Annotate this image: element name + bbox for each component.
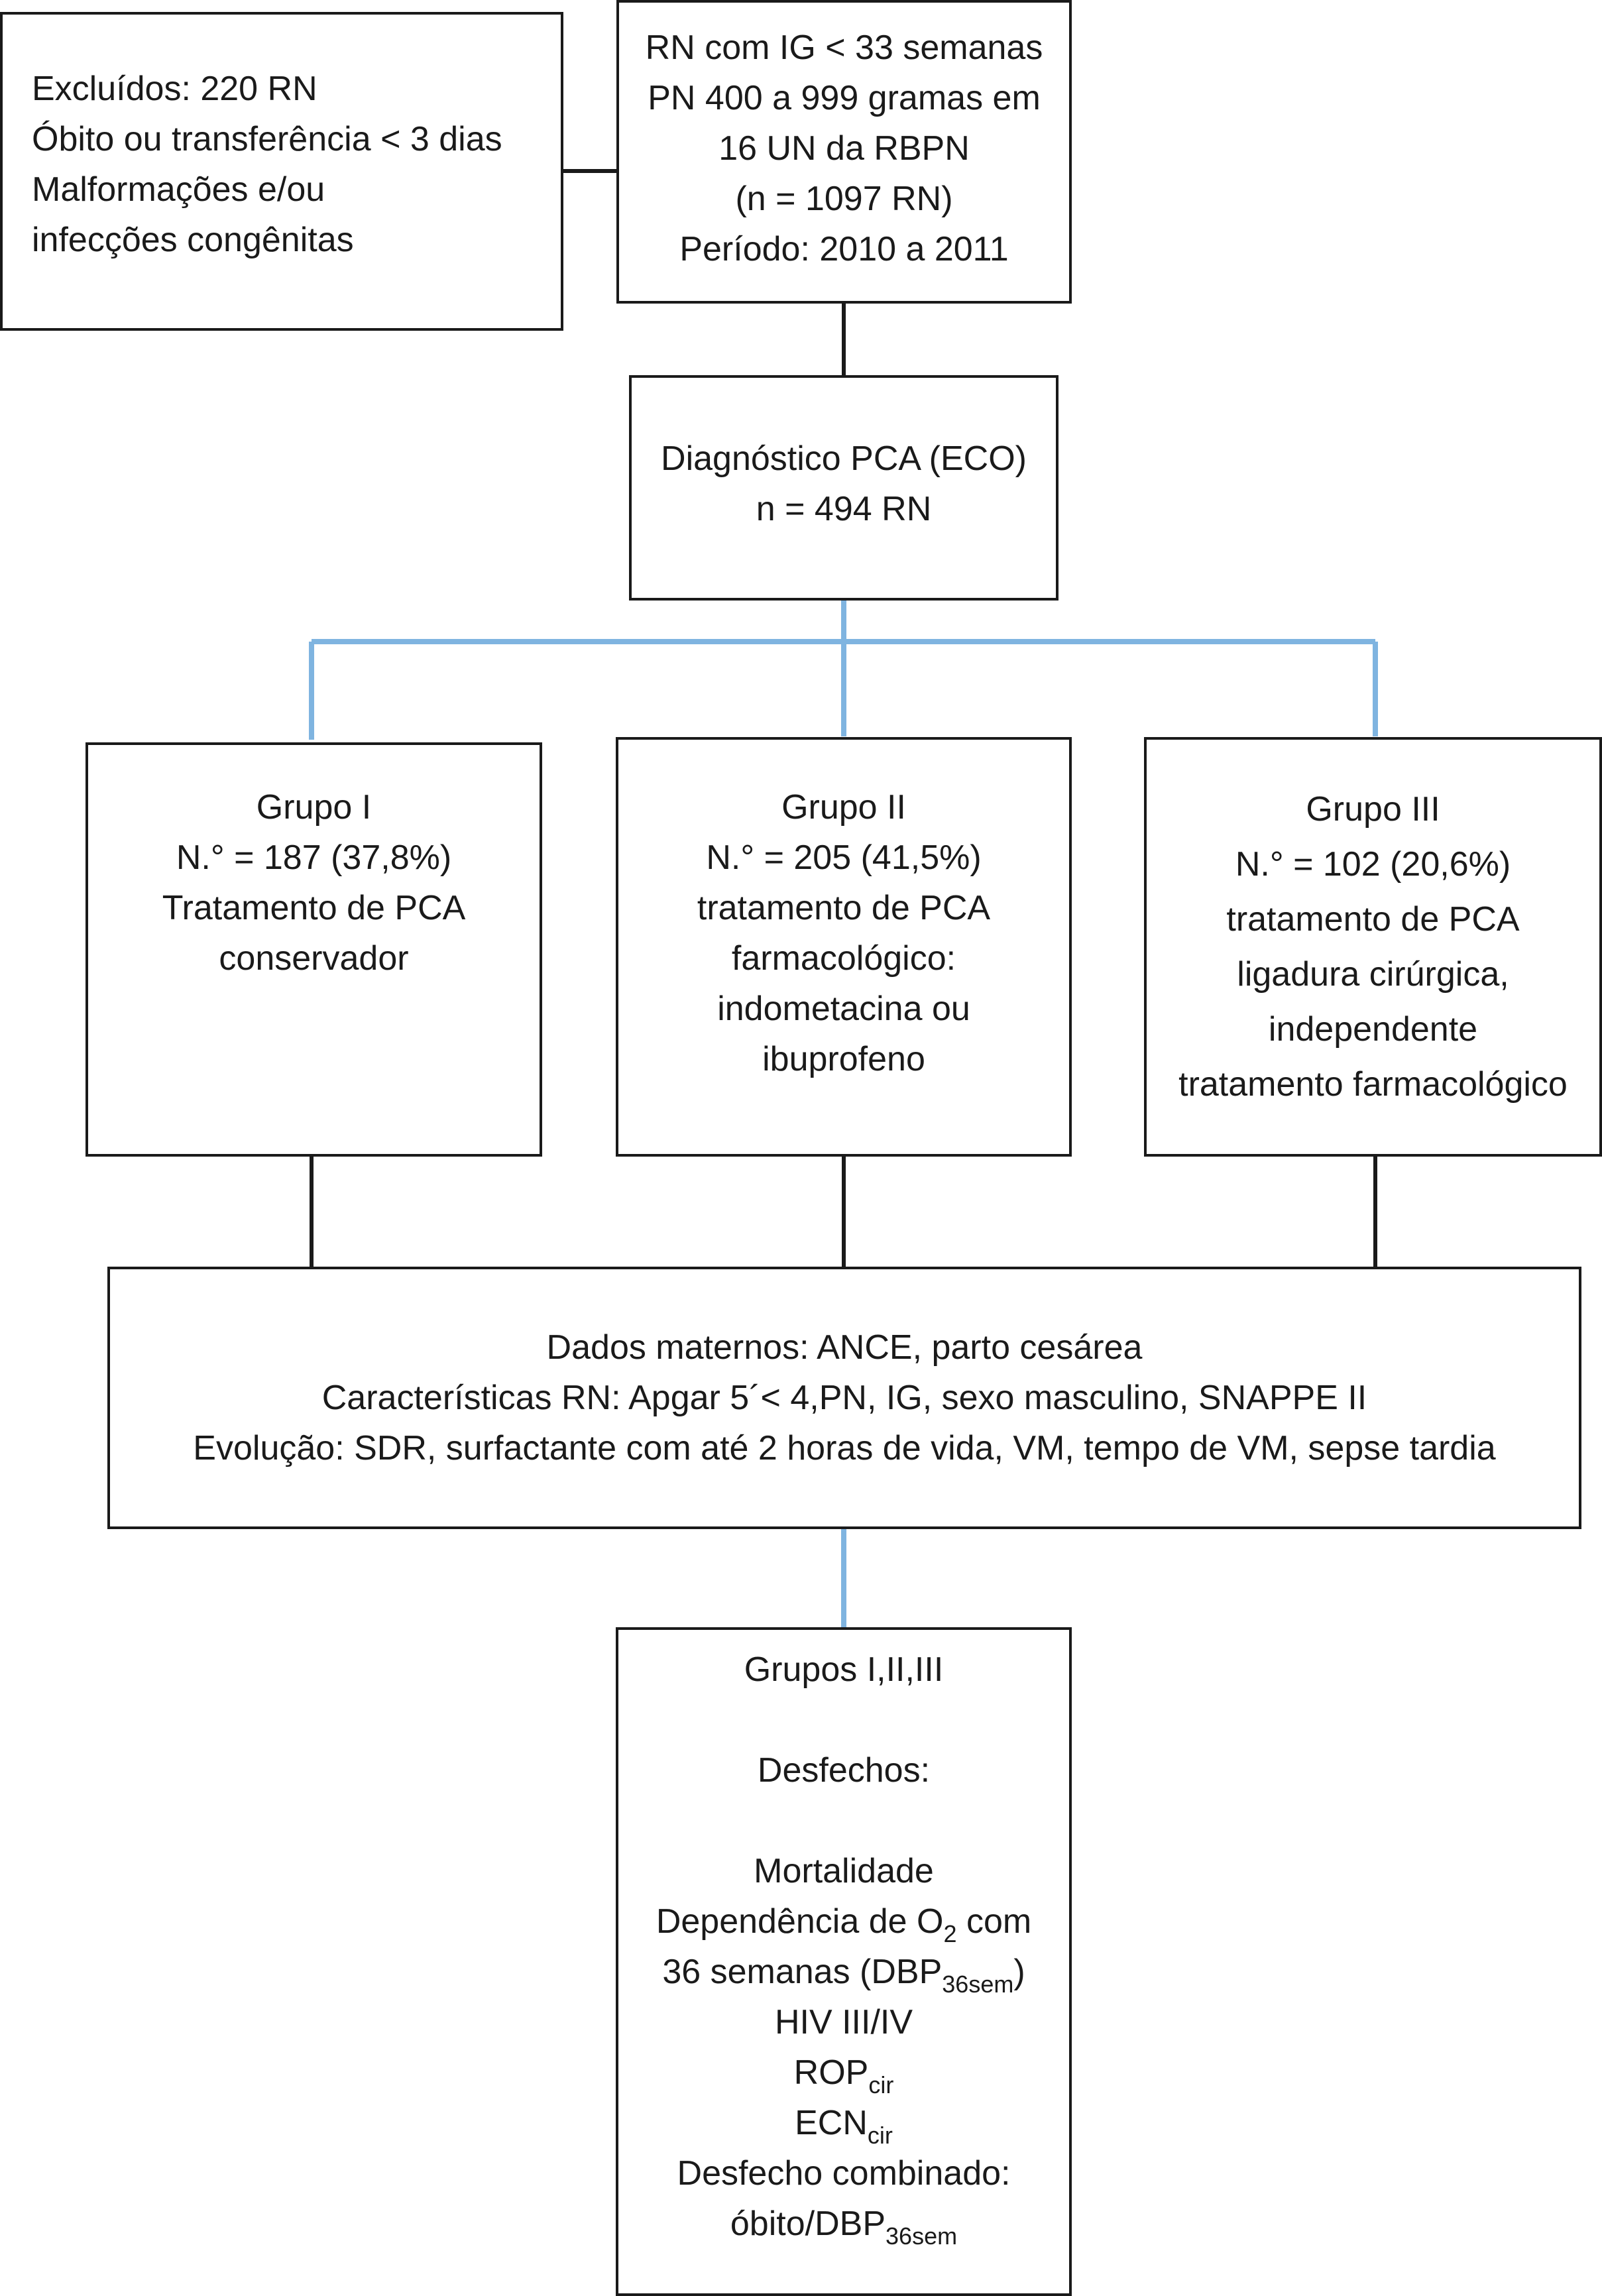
excluded-line-3: Malformações e/ou bbox=[32, 170, 325, 209]
dbp-prefix: 36 semanas (DBP bbox=[662, 1953, 943, 1991]
group-2-box: Grupo II N.° = 205 (41,5%) tratamento de… bbox=[616, 737, 1072, 1157]
group-1-line-1: Grupo I bbox=[256, 788, 372, 827]
group-1-line-4: conservador bbox=[219, 939, 409, 978]
rop-main: ROP bbox=[793, 2053, 869, 2092]
group-2-line-1: Grupo II bbox=[781, 788, 906, 827]
o2-suffix: com bbox=[956, 1902, 1032, 1941]
population-line-3: 16 UN da RBPN bbox=[718, 129, 970, 168]
population-line-2: PN 400 a 999 gramas em bbox=[648, 79, 1041, 117]
outcomes-mortality: Mortalidade bbox=[754, 1852, 934, 1890]
data-line-1: Dados maternos: ANCE, parto cesárea bbox=[546, 1328, 1143, 1367]
o2-subscript: 2 bbox=[943, 1920, 957, 1947]
outcomes-combined-detail: óbito/DBP36sem bbox=[618, 2199, 1069, 2249]
group-3-line-3: tratamento de PCA bbox=[1226, 900, 1520, 939]
data-line-3: Evolução: SDR, surfactante com até 2 hor… bbox=[193, 1429, 1496, 1467]
outcomes-spacer-2 bbox=[618, 1796, 1069, 1846]
outcomes-o2-dependence: Dependência de O2 com bbox=[618, 1896, 1069, 1947]
diagnosis-line-1: Diagnóstico PCA (ECO) bbox=[661, 439, 1027, 478]
outcomes-rop: ROPcir bbox=[618, 2047, 1069, 2098]
diagnosis-text: Diagnóstico PCA (ECO) n = 494 RN bbox=[632, 433, 1056, 534]
data-line-2: Características RN: Apgar 5´< 4,PN, IG, … bbox=[321, 1379, 1367, 1417]
outcomes-text: Grupos I,II,III Desfechos: Mortalidade D… bbox=[618, 1644, 1069, 2249]
group-3-line-2: N.° = 102 (20,6%) bbox=[1235, 845, 1511, 884]
group-3-line-1: Grupo III bbox=[1306, 790, 1440, 829]
data-text: Dados maternos: ANCE, parto cesárea Cara… bbox=[110, 1322, 1579, 1473]
group-3-box: Grupo III N.° = 102 (20,6%) tratamento d… bbox=[1144, 737, 1602, 1157]
outcomes-combined: Desfecho combinado: bbox=[677, 2154, 1011, 2193]
group-3-line-4: ligadura cirúrgica, bbox=[1237, 955, 1509, 994]
excluded-text: Excluídos: 220 RN Óbito ou transferência… bbox=[32, 64, 561, 265]
outcomes-title: Grupos I,II,III bbox=[744, 1650, 944, 1689]
outcomes-spacer-1 bbox=[618, 1695, 1069, 1745]
ecn-subscript: cir bbox=[867, 2122, 893, 2149]
group-2-line-2: N.° = 205 (41,5%) bbox=[706, 838, 982, 877]
group-3-line-5: independente bbox=[1268, 1010, 1478, 1049]
outcomes-ecn: ECNcir bbox=[618, 2098, 1069, 2148]
group-2-line-6: ibuprofeno bbox=[762, 1040, 925, 1078]
outcomes-box: Grupos I,II,III Desfechos: Mortalidade D… bbox=[616, 1627, 1072, 2296]
data-box: Dados maternos: ANCE, parto cesárea Cara… bbox=[107, 1267, 1581, 1529]
dbp-subscript: 36sem bbox=[942, 1971, 1014, 1998]
group-2-line-3: tratamento de PCA bbox=[697, 889, 991, 927]
group-3-text: Grupo III N.° = 102 (20,6%) tratamento d… bbox=[1147, 782, 1599, 1112]
population-text: RN com IG < 33 semanas PN 400 a 999 gram… bbox=[619, 23, 1069, 274]
group-1-line-3: Tratamento de PCA bbox=[162, 889, 466, 927]
diagnosis-box: Diagnóstico PCA (ECO) n = 494 RN bbox=[629, 375, 1058, 601]
rop-subscript: cir bbox=[868, 2071, 894, 2098]
diagnosis-line-2: n = 494 RN bbox=[756, 490, 932, 528]
ecn-main: ECN bbox=[795, 2104, 868, 2142]
excluded-line-1: Excluídos: 220 RN bbox=[32, 70, 317, 108]
population-line-4: (n = 1097 RN) bbox=[735, 180, 953, 218]
outcomes-dbp: 36 semanas (DBP36sem) bbox=[618, 1947, 1069, 1997]
group-2-line-5: indometacina ou bbox=[717, 990, 970, 1028]
group-1-text: Grupo I N.° = 187 (37,8%) Tratamento de … bbox=[88, 782, 540, 984]
group-2-line-4: farmacológico: bbox=[731, 939, 956, 978]
excluded-line-2: Óbito ou transferência < 3 dias bbox=[32, 120, 502, 158]
excluded-line-4: infecções congênitas bbox=[32, 221, 354, 259]
outcomes-subtitle: Desfechos: bbox=[757, 1751, 931, 1790]
group-1-box: Grupo I N.° = 187 (37,8%) Tratamento de … bbox=[86, 742, 542, 1157]
population-box: RN com IG < 33 semanas PN 400 a 999 gram… bbox=[616, 0, 1072, 304]
population-line-5: Período: 2010 a 2011 bbox=[679, 230, 1009, 268]
group-1-line-2: N.° = 187 (37,8%) bbox=[176, 838, 452, 877]
outcomes-hiv: HIV III/IV bbox=[774, 2003, 913, 2041]
combined-main: óbito/DBP bbox=[730, 2205, 886, 2243]
group-2-text: Grupo II N.° = 205 (41,5%) tratamento de… bbox=[618, 782, 1069, 1084]
dbp-suffix: ) bbox=[1013, 1953, 1025, 1991]
group-3-line-6: tratamento farmacológico bbox=[1178, 1065, 1568, 1104]
o2-prefix: Dependência de O bbox=[656, 1902, 944, 1941]
population-line-1: RN com IG < 33 semanas bbox=[645, 29, 1043, 67]
excluded-box: Excluídos: 220 RN Óbito ou transferência… bbox=[0, 12, 563, 331]
combined-subscript: 36sem bbox=[886, 2222, 958, 2250]
